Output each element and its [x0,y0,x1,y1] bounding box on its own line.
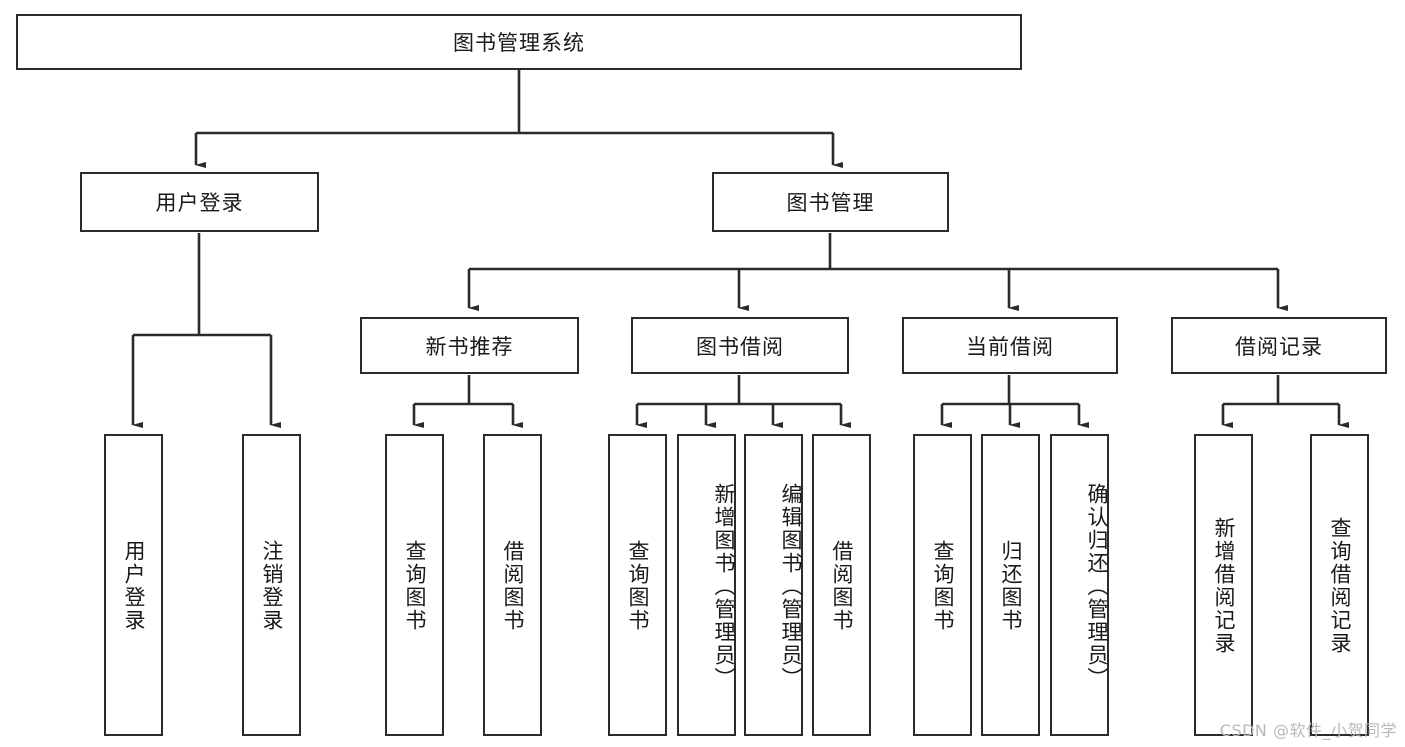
leaf-current-borrow-1[interactable]: 查询图书 [913,434,972,736]
leaf-book-borrow-2[interactable]: 新增图书（管理员） [677,434,736,736]
leaf-user-login-1[interactable]: 用户登录 [104,434,163,736]
leaf-book-borrow-1[interactable]: 查询图书 [608,434,667,736]
node-user-login[interactable]: 用户登录 [80,172,319,232]
leaf-user-login-2-label: 注销登录 [260,540,284,632]
leaf-new-book-1[interactable]: 查询图书 [385,434,444,736]
leaf-borrow-record-2-label: 查询借阅记录 [1328,517,1352,655]
leaf-book-borrow-2-label: 新增图书（管理员） [712,482,736,690]
leaf-user-login-1-label: 用户登录 [122,540,146,632]
node-new-book-recommend-label: 新书推荐 [425,334,514,359]
leaf-book-borrow-3-label: 编辑图书（管理员） [779,482,803,690]
leaf-borrow-record-2[interactable]: 查询借阅记录 [1310,434,1369,736]
node-user-login-label: 用户登录 [155,191,244,215]
node-current-borrow[interactable]: 当前借阅 [902,317,1118,374]
leaf-book-borrow-4[interactable]: 借阅图书 [812,434,871,736]
leaf-borrow-record-1[interactable]: 新增借阅记录 [1194,434,1253,736]
leaf-new-book-1-label: 查询图书 [403,540,427,632]
node-book-management[interactable]: 图书管理 [712,172,949,232]
node-new-book-recommend[interactable]: 新书推荐 [360,317,579,374]
leaf-new-book-2-label: 借阅图书 [501,540,525,632]
leaf-current-borrow-2-label: 归还图书 [999,540,1023,632]
node-root[interactable]: 图书管理系统 [16,14,1022,70]
node-book-borrow-label: 图书借阅 [696,334,784,359]
leaf-book-borrow-1-label: 查询图书 [626,540,650,632]
leaf-current-borrow-3-label: 确认归还（管理员） [1085,482,1109,690]
watermark: CSDN @软件_小贺同学 [1219,721,1397,740]
leaf-current-borrow-1-label: 查询图书 [931,540,955,632]
leaf-book-borrow-4-label: 借阅图书 [830,540,854,632]
node-book-management-label: 图书管理 [786,191,875,215]
node-borrow-record[interactable]: 借阅记录 [1171,317,1387,374]
leaf-borrow-record-1-label: 新增借阅记录 [1212,517,1236,655]
node-root-label: 图书管理系统 [453,31,585,55]
node-current-borrow-label: 当前借阅 [966,334,1054,359]
leaf-book-borrow-3[interactable]: 编辑图书（管理员） [744,434,803,736]
node-book-borrow[interactable]: 图书借阅 [631,317,849,374]
leaf-current-borrow-3[interactable]: 确认归还（管理员） [1050,434,1109,736]
node-borrow-record-label: 借阅记录 [1235,334,1323,359]
leaf-new-book-2[interactable]: 借阅图书 [483,434,542,736]
leaf-current-borrow-2[interactable]: 归还图书 [981,434,1040,736]
leaf-user-login-2[interactable]: 注销登录 [242,434,301,736]
